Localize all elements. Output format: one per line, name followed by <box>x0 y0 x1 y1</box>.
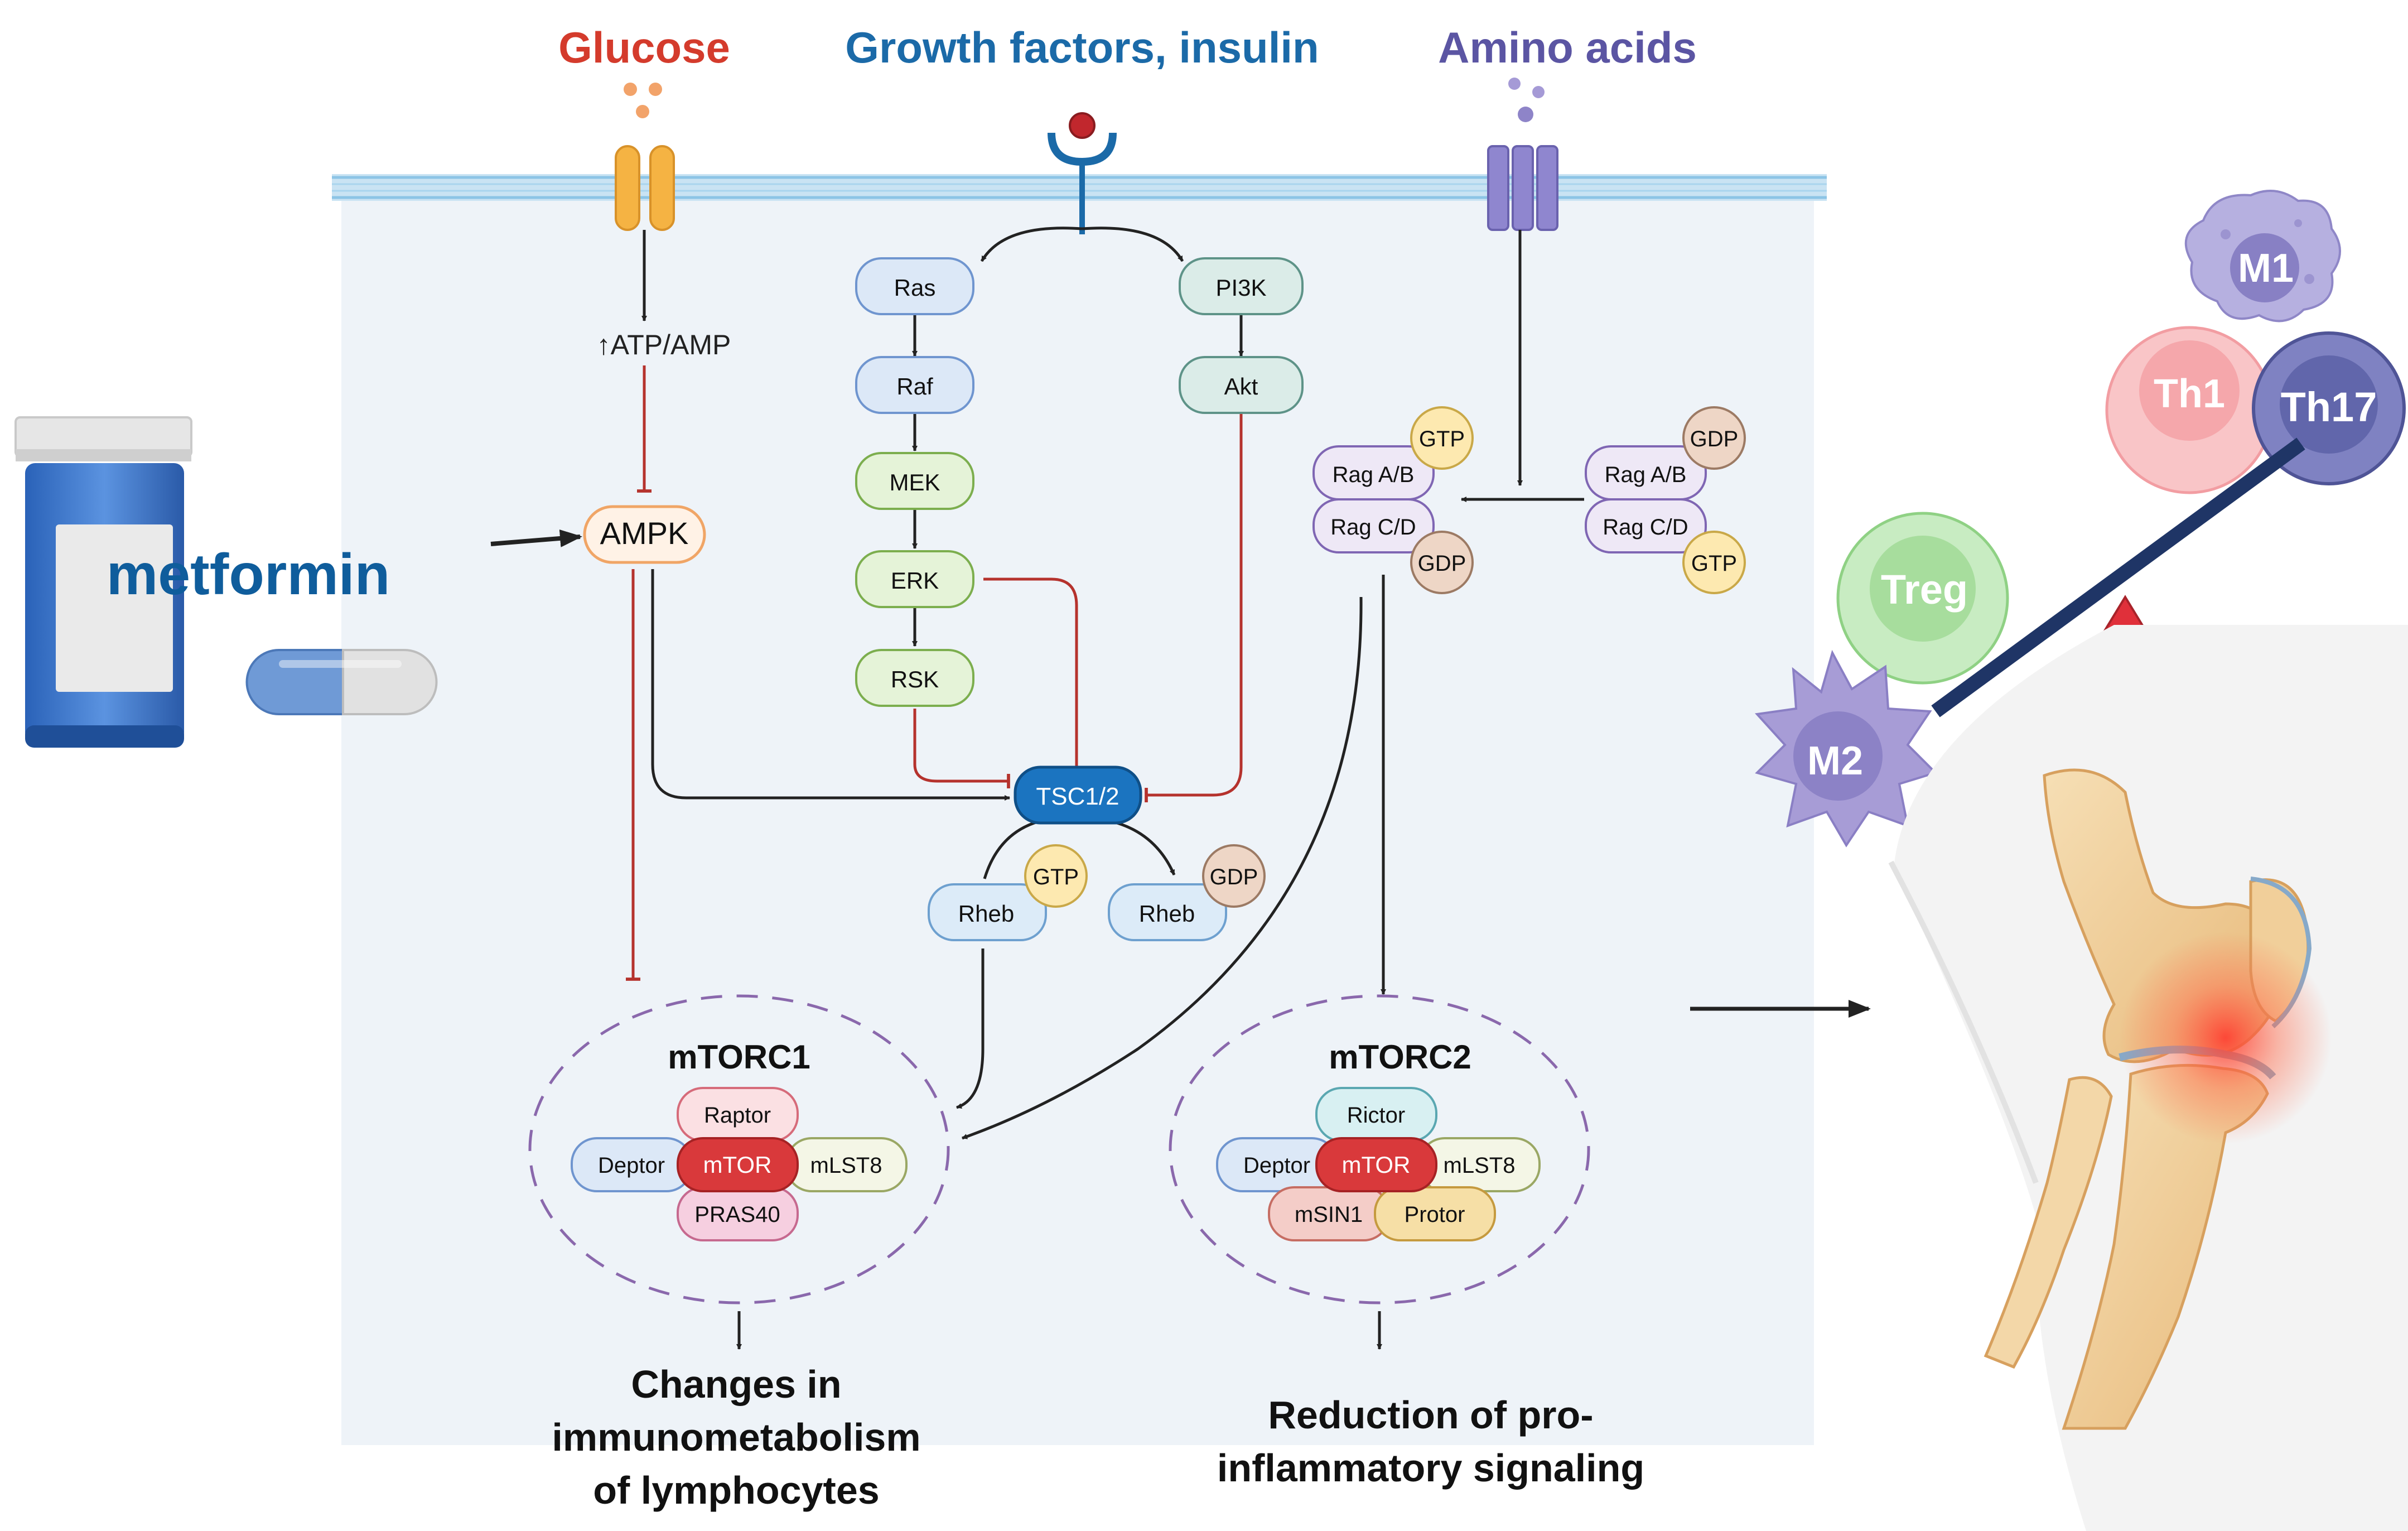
rheb-gdp-complex: Rheb GDP <box>1108 844 1266 941</box>
rheb-label: Rheb <box>958 901 1014 927</box>
ampk-label: AMPK <box>600 516 689 551</box>
mtorc1-outcome-line: of lymphocytes <box>593 1469 879 1512</box>
metformin-label: metformin <box>107 542 390 607</box>
pi3k-label: PI3K <box>1215 275 1266 301</box>
ampk-node: AMPK <box>583 505 706 564</box>
rag-cd-label: Rag C/D <box>1330 515 1416 540</box>
rag-ab-label: Rag A/B <box>1333 463 1415 487</box>
m1-label: M1 <box>2238 246 2294 291</box>
mtorc1-outcome: Changes in immunometabolism of lymphocyt… <box>552 1363 920 1512</box>
mlst8-2-label: mLST8 <box>1444 1153 1516 1178</box>
mtorc1-title: mTORC1 <box>668 1038 810 1076</box>
mtorc1-outcome-line: immunometabolism <box>552 1416 920 1459</box>
pras40-label: PRAS40 <box>694 1202 780 1227</box>
glucose-label: Glucose <box>558 23 730 72</box>
gdp-label: GDP <box>1210 865 1258 889</box>
mtorc1-complex: mTORC1 Raptor Deptor mLST8 PRAS40 mTOR <box>528 994 950 1304</box>
pi3k-node: PI3K <box>1179 257 1304 315</box>
mtor-shape <box>677 1137 799 1192</box>
gtp-label: GTP <box>1691 551 1737 576</box>
amino-acid-molecules-icon <box>1508 78 1545 122</box>
glucose-molecules-icon <box>624 83 662 118</box>
deptor-label: Deptor <box>598 1153 665 1178</box>
erk-node: ERK <box>855 550 974 608</box>
rsk-label: RSK <box>891 666 939 692</box>
mlst8-label: mLST8 <box>810 1153 882 1178</box>
growth-factors-label: Growth factors, insulin <box>845 23 1319 72</box>
inflammation-glow <box>2120 932 2332 1144</box>
mek-label: MEK <box>889 469 940 495</box>
gtp-label: GTP <box>1033 865 1079 889</box>
treg-label: Treg <box>1881 566 1968 613</box>
akt-node: Akt <box>1179 356 1304 414</box>
mtor-label: mTOR <box>703 1152 772 1178</box>
gdp-label: GDP <box>1418 551 1466 576</box>
mtorc2-outcome-line: inflammatory signaling <box>1217 1446 1644 1490</box>
knee-joint-icon <box>1888 625 2408 1531</box>
pill-capsule-icon <box>245 649 438 715</box>
m1-macrophage-icon <box>2184 190 2341 322</box>
ras-node: Ras <box>855 257 974 315</box>
glucose-transporter-icon <box>615 145 675 231</box>
tsc-label: TSC1/2 <box>1036 783 1119 810</box>
rag-inactive-complex: Rag A/B Rag C/D GDP GTP <box>1585 406 1746 594</box>
m2-label: M2 <box>1807 739 1863 783</box>
amino-acids-label: Amino acids <box>1438 23 1697 72</box>
ras-label: Ras <box>894 275 936 301</box>
pathway-arrows <box>490 227 1871 1350</box>
mtorc2-title: mTORC2 <box>1329 1038 1471 1076</box>
atp-amp-ratio-label: ↑ATP/AMP <box>597 329 731 360</box>
amino-acid-transporter-icon <box>1487 145 1558 231</box>
insulin-receptor-icon <box>1048 112 1117 234</box>
mtor2-label: mTOR <box>1342 1152 1411 1178</box>
deptor2-label: Deptor <box>1243 1153 1310 1178</box>
th1-label: Th1 <box>2154 372 2225 416</box>
erk-label: ERK <box>891 567 939 594</box>
rictor-label: Rictor <box>1347 1103 1405 1128</box>
rag-cd-label: Rag C/D <box>1603 515 1688 540</box>
protor-label: Protor <box>1405 1202 1465 1227</box>
th1-cell-icon <box>2105 326 2274 494</box>
protor-shape <box>1374 1186 1496 1241</box>
raptor-label: Raptor <box>704 1103 771 1128</box>
mtorc2-outcome: Reduction of pro- inflammatory signaling <box>1217 1393 1644 1490</box>
treg-cell-icon <box>1836 512 2009 685</box>
raf-node: Raf <box>855 356 974 414</box>
medicine-bottle-icon <box>15 416 192 748</box>
gdp-label: GDP <box>1690 427 1739 451</box>
rag-ab-label: Rag A/B <box>1605 463 1687 487</box>
raf-label: Raf <box>896 373 933 399</box>
akt-label: Akt <box>1224 373 1258 399</box>
th17-cell-icon <box>2252 331 2406 485</box>
m2-macrophage-icon <box>1754 649 1938 848</box>
mek-node: MEK <box>855 452 974 510</box>
mtorc2-outcome-line: Reduction of pro- <box>1268 1393 1593 1437</box>
rheb-label: Rheb <box>1139 901 1195 927</box>
rag-active-complex: Rag A/B Rag C/D GTP GDP <box>1312 406 1474 594</box>
mtorc2-complex: mTORC2 Rictor Deptor mLST8 mSIN1 Protor … <box>1169 994 1590 1304</box>
tsc-node: TSC1/2 <box>1014 765 1142 825</box>
mtorc1-outcome-line: Changes in <box>631 1363 841 1406</box>
rsk-node: RSK <box>855 649 974 707</box>
msin1-label: mSIN1 <box>1295 1202 1363 1227</box>
th17-label: Th17 <box>2281 384 2377 430</box>
gtp-label: GTP <box>1419 427 1465 451</box>
rheb-gtp-complex: Rheb GTP <box>928 844 1088 941</box>
mtor2-shape <box>1315 1137 1437 1192</box>
